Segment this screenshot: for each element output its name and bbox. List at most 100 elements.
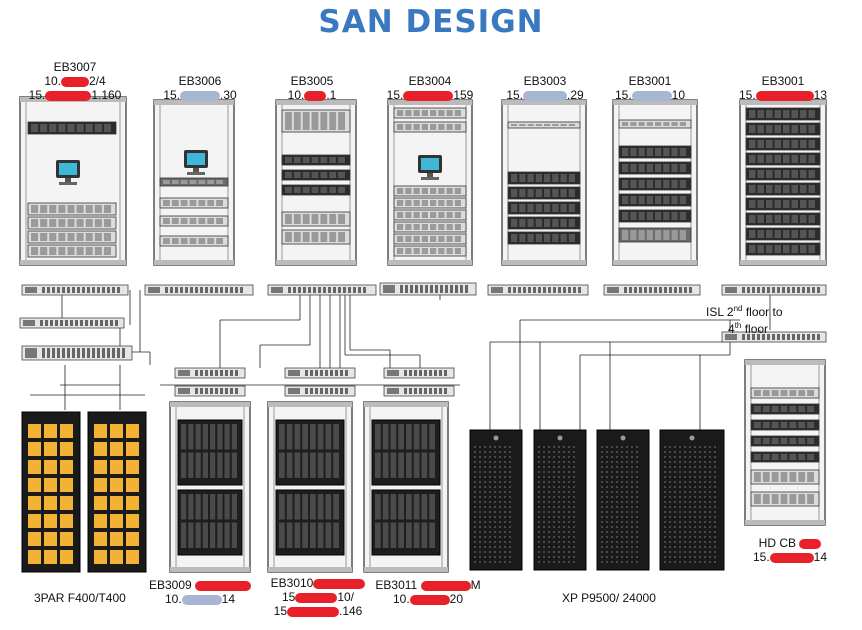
vent-hole [664,561,666,563]
vent-hole [573,456,575,458]
drive-bay [338,232,345,242]
switch-port [782,287,785,293]
switch-port [674,287,677,293]
vent-hole [679,551,681,553]
vent-hole [636,526,638,528]
rack-eb3010 [267,401,353,573]
vent-hole [479,521,481,523]
vent-hole [684,501,686,503]
switch-port [303,287,306,293]
blade [202,424,208,450]
blade [429,494,435,520]
vent-hole [694,451,696,453]
switch-port [210,287,213,293]
switch-port [578,287,581,293]
drive-bay [783,125,790,133]
switch-port [72,348,75,358]
fc-switch [267,284,377,296]
drive-bay [646,196,653,204]
vent-hole [709,551,711,553]
drive-bay [655,122,662,126]
vent-hole [558,466,560,468]
vent-hole [611,466,613,468]
drive-bay [421,124,428,130]
switch-port [634,287,637,293]
vent-hole [563,546,565,548]
vent-hole [689,516,691,518]
vent-hole [689,486,691,488]
vent-hole [489,531,491,533]
drive-bay [807,454,814,460]
vent-hole [509,546,511,548]
switch-port [52,348,55,358]
vent-hole [709,451,711,453]
vent-hole [611,476,613,478]
vent-hole [601,456,603,458]
vent-hole [704,466,706,468]
vent-hole [538,536,540,538]
blade [429,522,435,548]
vent-hole [548,521,550,523]
vent-hole [714,491,716,493]
drive-bay [76,247,84,255]
blade [382,522,389,548]
drive-bay [630,122,637,126]
drive-bay [397,110,404,116]
vent-hole [543,556,545,558]
vent-hole [621,551,623,553]
storage-drive [126,532,139,546]
drive-bay [679,148,686,156]
drive-bay [663,230,670,240]
vent-hole [699,456,701,458]
vent-hole [626,546,628,548]
vent-hole [611,561,613,563]
drive-bay [766,140,773,148]
switch-port [77,348,80,358]
vent-hole [626,481,628,483]
drive-bay [749,170,756,178]
drive-bay [320,214,328,224]
drive-bay [397,188,404,194]
drive-bay [671,122,678,126]
drive-bay [85,124,93,132]
switch-port [409,388,412,394]
storage-drive [44,478,57,492]
vent-hole [606,506,608,508]
switch-port [629,287,632,293]
vent-hole [573,541,575,543]
vent-hole [709,446,711,448]
vent-hole [699,481,701,483]
vent-hole [601,466,603,468]
rack-ip-suffix: 2/4 [89,74,106,88]
vent-hole [709,506,711,508]
drive-bay [789,494,797,504]
drive-bay [783,110,790,118]
switch-port [200,370,203,376]
vent-hole [616,551,618,553]
vent-hole [504,501,506,503]
vent-hole [636,486,638,488]
vent-hole [626,496,628,498]
drive-bay [655,230,662,240]
drive-bay [807,390,814,396]
drive-bay [421,224,428,230]
drive-bay [808,215,815,223]
vent-hole [631,506,633,508]
vent-hole [714,521,716,523]
drive-bay [293,214,301,224]
vent-hole [704,511,706,513]
vent-hole [606,551,608,553]
rack-name: EB3005 [290,74,334,88]
switch-port [639,287,642,293]
drive-bay [757,140,764,148]
blade [286,424,293,450]
vent-hole [499,541,501,543]
rack-eb3003 [501,99,587,266]
vent-hole [489,451,491,453]
label-hd-cb: HD CB 15.14 [740,536,840,564]
logo-badge [493,435,499,441]
blade [398,522,404,548]
vent-hole [694,471,696,473]
blade [406,522,412,548]
vent-hole [553,551,555,553]
